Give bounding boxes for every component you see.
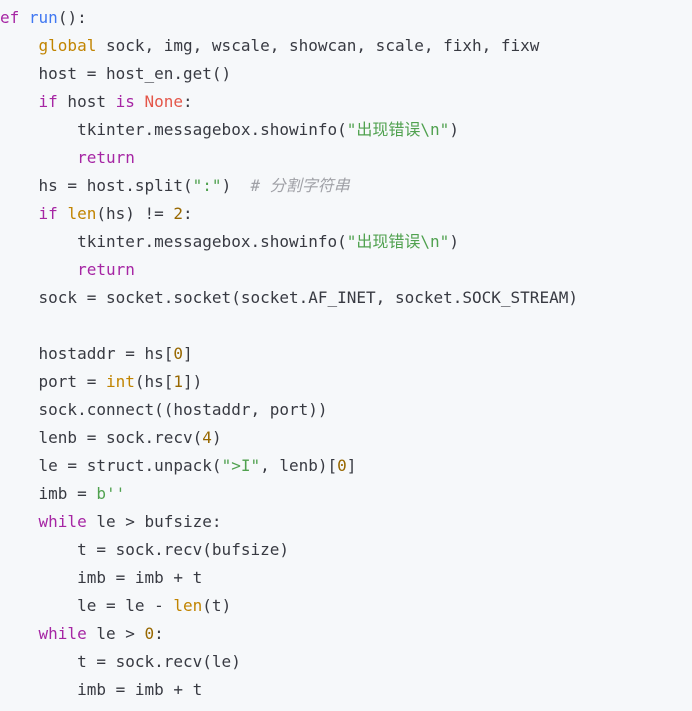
code-line: return (0, 144, 692, 172)
code-line: host = host_en.get() (0, 60, 692, 88)
code-token: , lenb)[ (260, 456, 338, 475)
code-token: ) (211, 428, 222, 447)
code-token: ) (221, 176, 251, 195)
code-token: int (105, 372, 135, 391)
code-token: ef (0, 8, 29, 27)
code-token (135, 92, 145, 111)
code-token: while (38, 512, 87, 531)
code-token: : (183, 92, 193, 111)
code-token: imb = imb + t (0, 680, 203, 699)
code-token: le = le - (0, 596, 174, 615)
code-token: run (28, 8, 58, 27)
code-token: (hs) != (96, 204, 174, 223)
code-token: None (144, 92, 184, 111)
code-token: lenb = sock.recv( (0, 428, 203, 447)
code-token: 0 (144, 624, 155, 643)
code-token: sock.connect((hostaddr, port)) (0, 400, 328, 419)
code-token: len (173, 596, 203, 615)
code-token: le > bufsize: (86, 512, 222, 531)
code-token: le = struct.unpack( (0, 456, 222, 475)
code-line: tkinter.messagebox.showinfo("出现错误\n") (0, 116, 692, 144)
code-token: le > (86, 624, 145, 643)
code-token: "出现错误\n" (346, 120, 450, 139)
code-token: host (57, 92, 116, 111)
code-token: (): (57, 8, 87, 27)
code-token: imb = imb + t (0, 568, 203, 587)
code-token: return (77, 148, 135, 167)
code-token: imb = (0, 484, 97, 503)
code-token (0, 148, 77, 167)
code-token: host = host_en.get() (0, 64, 232, 83)
code-line: tkinter.messagebox.showinfo("出现错误\n") (0, 228, 692, 256)
code-line: while le > 0: (0, 620, 692, 648)
code-token: is (115, 92, 135, 111)
code-token: 4 (202, 428, 212, 447)
code-token: tkinter.messagebox.showinfo( (0, 120, 347, 139)
code-line (0, 312, 692, 340)
code-line: if host is None: (0, 88, 692, 116)
code-token: b'' (96, 484, 126, 503)
code-token: sock = socket.socket(socket.AF_INET, soc… (0, 288, 578, 307)
code-token: hostaddr = hs[ (0, 344, 174, 363)
code-token: t = sock.recv(bufsize) (0, 540, 289, 559)
code-token: 2 (173, 204, 184, 223)
code-token: "出现错误\n" (346, 232, 450, 251)
code-token: ":" (192, 176, 222, 195)
code-token: ] (346, 456, 357, 475)
code-token: if (38, 204, 58, 223)
code-line: port = int(hs[1]) (0, 368, 692, 396)
code-token: # 分割字符串 (250, 176, 350, 195)
code-token: port = (0, 372, 106, 391)
code-line: imb = imb + t (0, 564, 692, 592)
code-token: global (38, 36, 97, 55)
code-token (0, 512, 39, 531)
code-token: (t) (202, 596, 232, 615)
code-line: t = sock.recv(le) (0, 648, 692, 676)
code-line: imb = imb + t (0, 676, 692, 704)
code-token: : (183, 204, 193, 223)
code-token: : (154, 624, 164, 643)
code-token: tkinter.messagebox.showinfo( (0, 232, 347, 251)
code-line: hs = host.split(":") # 分割字符串 (0, 172, 692, 200)
code-token: return (77, 260, 135, 279)
code-token (0, 204, 39, 223)
code-line: le = le - len(t) (0, 592, 692, 620)
code-token: 0 (173, 344, 184, 363)
code-token: ] (183, 344, 193, 363)
code-token: 1 (173, 372, 184, 391)
code-line: if len(hs) != 2: (0, 200, 692, 228)
code-token (0, 260, 77, 279)
code-token (0, 92, 39, 111)
code-line: t = sock.recv(bufsize) (0, 536, 692, 564)
code-token: ">I" (221, 456, 261, 475)
code-line: global sock, img, wscale, showcan, scale… (0, 32, 692, 60)
code-line: sock.connect((hostaddr, port)) (0, 396, 692, 424)
code-token (0, 624, 39, 643)
code-token (0, 36, 39, 55)
code-line: le = struct.unpack(">I", lenb)[0] (0, 452, 692, 480)
code-token: if (38, 92, 58, 111)
code-line: return (0, 256, 692, 284)
code-token: ) (449, 232, 459, 251)
code-token: t = sock.recv(le) (0, 652, 241, 671)
code-token: sock, img, wscale, showcan, scale, fixh,… (96, 36, 540, 55)
code-token: len (67, 204, 97, 223)
code-token (58, 204, 68, 223)
code-line: sock = socket.socket(socket.AF_INET, soc… (0, 284, 692, 312)
code-token: hs = host.split( (0, 176, 193, 195)
code-line: while le > bufsize: (0, 508, 692, 536)
code-line: hostaddr = hs[0] (0, 340, 692, 368)
code-token: while (38, 624, 87, 643)
code-token: (hs[ (134, 372, 174, 391)
code-token: 0 (337, 456, 347, 475)
code-token: ]) (183, 372, 203, 391)
code-token: ) (449, 120, 459, 139)
code-line: imb = b'' (0, 480, 692, 508)
code-line: ef run(): (0, 4, 692, 32)
code-line: lenb = sock.recv(4) (0, 424, 692, 452)
